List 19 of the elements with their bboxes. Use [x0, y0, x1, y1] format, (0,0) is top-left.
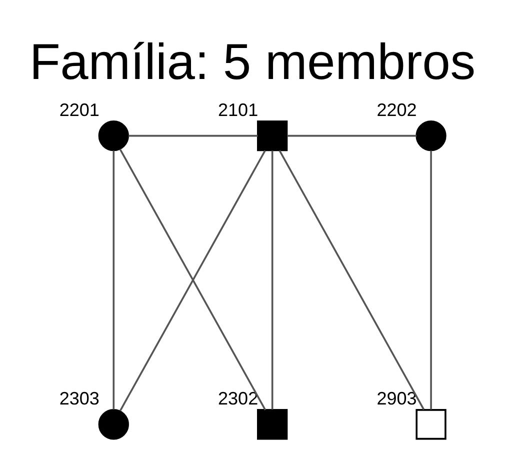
- connector: [271, 150, 274, 409]
- connector: [430, 150, 432, 409]
- node-label: 2202: [376, 99, 417, 120]
- node-circle: [98, 120, 129, 151]
- node-label: 2302: [218, 388, 258, 408]
- connector: [112, 150, 115, 409]
- node-box: [416, 408, 446, 440]
- node-circle: [98, 408, 129, 440]
- node-label: 2101: [218, 99, 258, 120]
- diagram-title: Família: 5 membros: [29, 32, 476, 90]
- node-label: 2201: [59, 99, 100, 120]
- connector: [287, 134, 416, 136]
- node-label: 2903: [376, 388, 417, 408]
- node-box: [257, 408, 288, 440]
- node-label: 2303: [59, 388, 100, 408]
- node-box: [257, 120, 288, 151]
- node-circle: [416, 120, 446, 151]
- connector: [128, 134, 258, 136]
- connector: [278, 150, 425, 410]
